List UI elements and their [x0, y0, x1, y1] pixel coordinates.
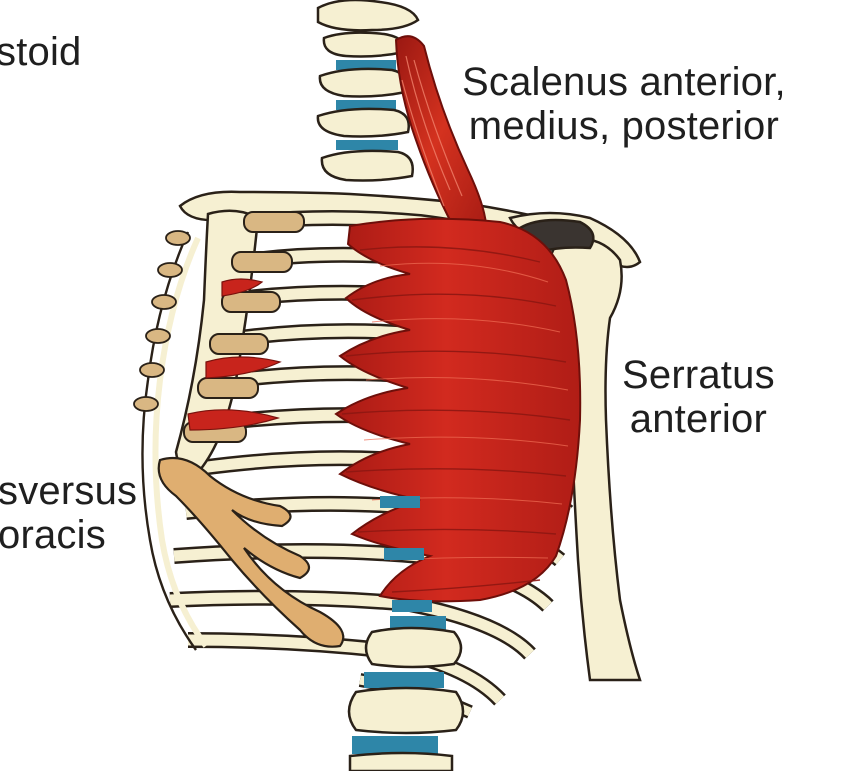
- label-line: stoid: [0, 30, 82, 74]
- label-sternocleidomastoid: stoid: [0, 30, 82, 74]
- intercostal-muscles: [187, 278, 282, 431]
- label-line: oracis: [0, 513, 106, 557]
- serratus-anterior-muscle: [334, 217, 582, 603]
- label-line: sversus: [0, 469, 138, 513]
- label-scalenus: Scalenus anterior, medius, posterior: [462, 60, 786, 148]
- label-line: anterior: [629, 397, 767, 441]
- cervical-spine: [316, 0, 420, 182]
- transversus-thoracis-muscle: [157, 456, 345, 648]
- label-transversus-thoracis: sversus oracis: [0, 469, 137, 557]
- thoracic-spine: [347, 496, 465, 773]
- label-serratus-anterior: Serratus anterior: [622, 353, 775, 441]
- sternum: [133, 209, 305, 472]
- label-line: Scalenus anterior,: [462, 60, 786, 104]
- label-line: medius, posterior: [468, 104, 779, 148]
- label-line: Serratus: [622, 353, 775, 397]
